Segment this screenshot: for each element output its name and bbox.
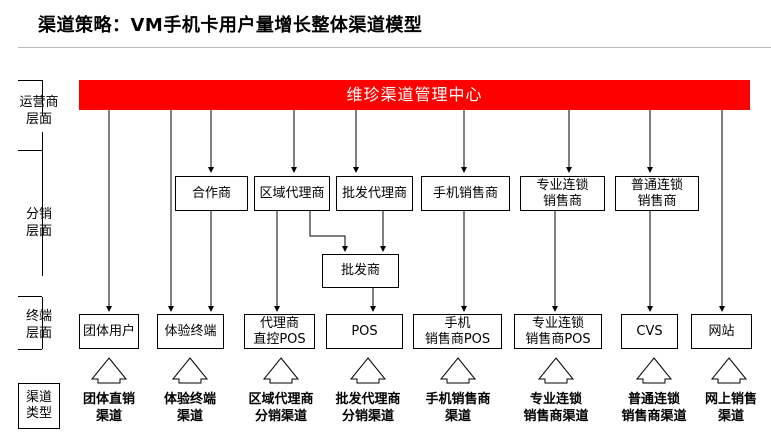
layer-axis-top xyxy=(42,80,43,116)
channel-wholesale-agent: 批发代理商 分销渠道 xyxy=(335,392,401,424)
layer-axis-bottom xyxy=(42,297,43,349)
channel-phone-seller: 手机销售商 渠道 xyxy=(425,392,491,424)
channel-arrow-2 xyxy=(171,357,209,384)
channel-arrow-6 xyxy=(537,357,575,384)
channel-arrow-7 xyxy=(635,357,673,384)
channel-online: 网上销售 渠道 xyxy=(704,392,757,424)
distributor-pro-chain: 专业连锁 销售商 xyxy=(520,176,605,211)
distributor-partner: 合作商 xyxy=(175,176,248,211)
layer-label-operator: 运营商 层面 xyxy=(19,95,59,127)
title-divider xyxy=(18,47,771,48)
channel-general-chain: 普通连锁 销售商渠道 xyxy=(621,392,687,424)
layer-axis-mid xyxy=(42,132,43,276)
channel-arrow-4 xyxy=(349,357,387,384)
distributor-phone-seller: 手机销售商 xyxy=(421,176,510,211)
distributor-general-chain: 普通连锁 销售商 xyxy=(615,176,699,211)
layer-label-terminal: 终端 层面 xyxy=(25,309,52,341)
layer-divider xyxy=(18,296,42,297)
channel-arrow-1 xyxy=(90,357,128,384)
terminal-website: 网站 xyxy=(691,314,752,349)
terminal-agent-pos: 代理商 直控POS xyxy=(244,314,315,349)
layer-divider xyxy=(18,150,42,151)
terminal-pos: POS xyxy=(326,314,403,349)
channel-arrow-3 xyxy=(262,357,300,384)
channel-arrow-5 xyxy=(439,357,477,384)
layer-label-distribution: 分销 层面 xyxy=(25,207,52,239)
channel-pro-chain: 专业连锁 销售商渠道 xyxy=(523,392,589,424)
terminal-experience: 体验终端 xyxy=(157,314,224,349)
layer-divider xyxy=(18,349,42,350)
terminal-group-users: 团体用户 xyxy=(79,314,139,349)
layer-divider xyxy=(18,80,42,81)
page-title: 渠道策略：VM手机卡用户量增长整体渠道模型 xyxy=(38,15,423,36)
channel-experience: 体验终端 渠道 xyxy=(163,392,216,424)
terminal-pro-chain-pos: 专业连锁 销售商POS xyxy=(514,314,602,349)
channel-group-direct: 团体直销 渠道 xyxy=(82,392,135,424)
arrow-regional-to-wholesaler xyxy=(309,211,348,252)
distributor-regional-agent: 区域代理商 xyxy=(254,176,330,211)
terminal-phone-seller-pos: 手机 销售商POS xyxy=(413,314,502,349)
terminal-cvs: CVS xyxy=(621,314,678,349)
distributor-wholesale-agent: 批发代理商 xyxy=(336,176,413,211)
layer-label-channel-type: 渠道 类型 xyxy=(18,383,60,429)
wholesaler-box: 批发商 xyxy=(322,254,399,288)
channel-management-center: 维珍渠道管理中心 xyxy=(79,80,750,110)
channel-arrow-8 xyxy=(710,357,748,384)
channel-regional-agent: 区域代理商 分销渠道 xyxy=(248,392,314,424)
